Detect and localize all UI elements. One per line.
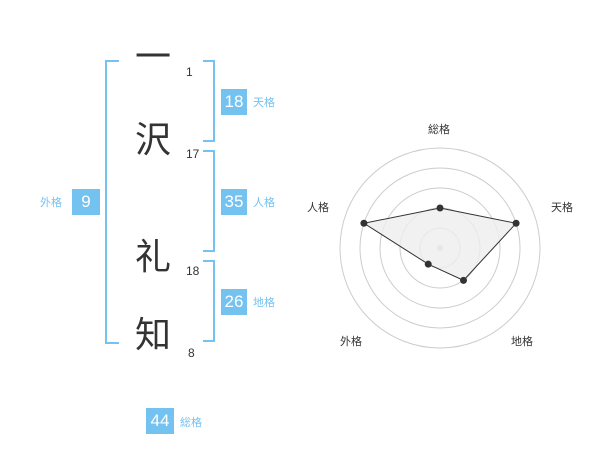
radar-points bbox=[360, 204, 520, 284]
tenkaku-label: 天格 bbox=[253, 96, 275, 109]
radar-point-4 bbox=[360, 219, 368, 227]
name-char-4: 知 bbox=[134, 315, 171, 356]
radar-ring-4 bbox=[359, 167, 521, 329]
stroke-count-1: 1 bbox=[186, 65, 193, 79]
radar-point-2 bbox=[460, 276, 468, 284]
jinkaku-label: 人格 bbox=[253, 196, 275, 209]
radar-point-3 bbox=[424, 260, 432, 268]
gaikaku-label: 外格 bbox=[40, 196, 62, 209]
radar-series-line bbox=[362, 207, 518, 281]
gaikaku-value-badge: 9 bbox=[72, 189, 100, 215]
radar-axis-label-soukaku: 総格 bbox=[428, 123, 450, 136]
radar-axis-label-tenkaku: 天格 bbox=[551, 201, 573, 214]
radar-axis-label-gaikaku: 外格 bbox=[340, 335, 362, 348]
radar-shape bbox=[362, 207, 518, 281]
chikaku-value-badge: 26 bbox=[221, 289, 247, 315]
gaikaku-bracket bbox=[105, 60, 119, 344]
chikaku-label: 地格 bbox=[253, 296, 275, 309]
radar-point-1 bbox=[512, 219, 520, 227]
radar-point-0 bbox=[436, 204, 444, 212]
radar-ring-5 bbox=[339, 147, 541, 349]
name-char-1: 一 bbox=[134, 37, 171, 78]
chikaku-bracket bbox=[203, 260, 215, 342]
stroke-count-2: 17 bbox=[186, 147, 200, 161]
jinkaku-value-badge: 35 bbox=[221, 189, 247, 215]
radar-ring-3 bbox=[379, 187, 501, 309]
name-char-3: 礼 bbox=[134, 237, 171, 278]
soukaku-value-badge: 44 bbox=[146, 408, 174, 434]
radar-axis-label-chikaku: 地格 bbox=[511, 335, 533, 348]
stroke-count-4: 8 bbox=[188, 346, 195, 360]
soukaku-label: 総格 bbox=[180, 416, 202, 429]
stroke-count-3: 18 bbox=[186, 264, 200, 278]
tenkaku-bracket bbox=[203, 60, 215, 142]
tenkaku-value-badge: 18 bbox=[221, 89, 247, 115]
radar-axis-label-jinkaku: 人格 bbox=[307, 201, 329, 214]
jinkaku-bracket bbox=[203, 150, 215, 252]
name-char-2: 沢 bbox=[134, 120, 171, 161]
